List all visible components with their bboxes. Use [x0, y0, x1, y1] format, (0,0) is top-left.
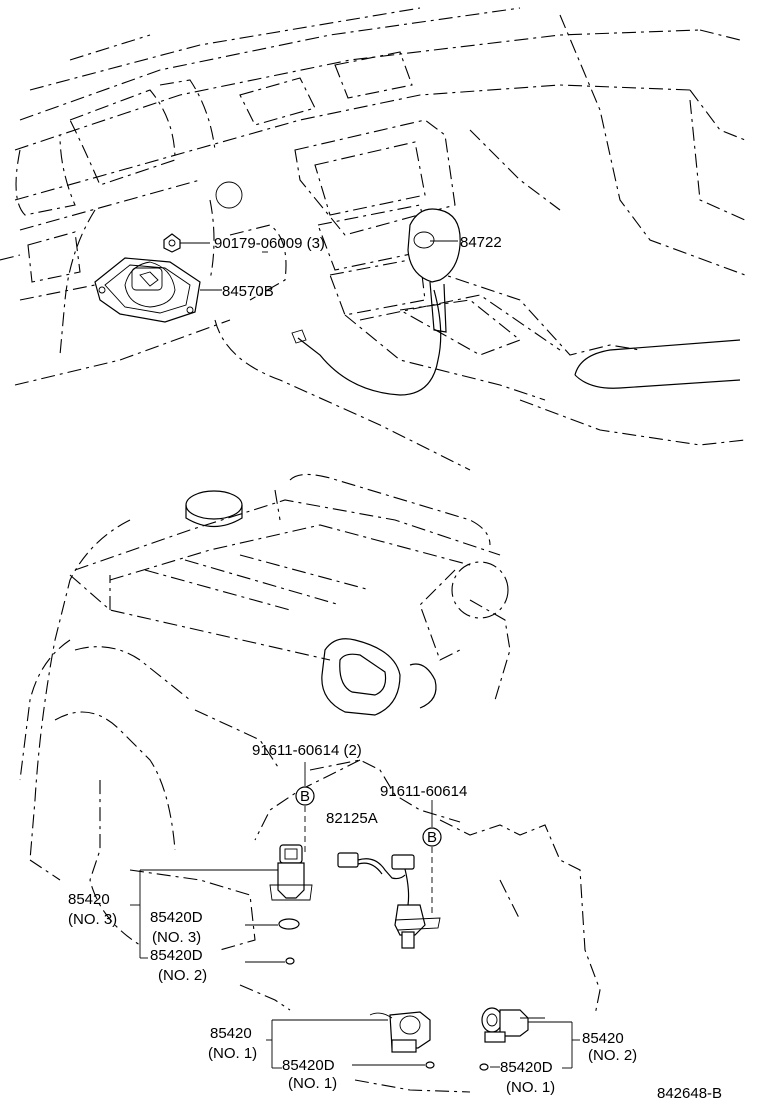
o-ring-no3: [278, 918, 300, 930]
label-sensor-no2-sub: (NO. 2): [588, 1047, 637, 1064]
shift-panel-84570B: [94, 257, 201, 323]
label-oring-no2-left: 85420D: [150, 947, 203, 964]
label-clip-bolt: 90179-06009 (3): [214, 235, 325, 252]
bolt-b-marker-right: B: [422, 827, 442, 847]
bolt-b-marker-left: B: [295, 786, 315, 806]
shift-knob-84722: [291, 208, 461, 396]
label-sensor-no3: 85420: [68, 891, 110, 908]
label-oring-no1-sub: (NO. 1): [288, 1075, 337, 1092]
svg-text:B: B: [300, 788, 310, 805]
callout-brackets: [130, 869, 580, 1069]
label-sensor-no2: 85420: [582, 1030, 624, 1047]
diagram-id: 842648-B: [657, 1085, 722, 1102]
label-sensor-no3-sub: (NO. 3): [68, 911, 117, 928]
dashboard-outline: [0, 7, 746, 471]
o-ring-no1: [425, 1061, 435, 1069]
sensor-harness-82125A: [337, 852, 441, 949]
label-oring-no3-sub: (NO. 3): [152, 929, 201, 946]
top-leaders: [180, 240, 458, 291]
label-oring-no3: 85420D: [150, 909, 203, 926]
bolt-leaders: [304, 762, 433, 915]
label-bolt-b2: 91611-60614 (2): [252, 742, 362, 759]
label-oring-no1: 85420D: [282, 1057, 335, 1074]
label-harness: 82125A: [326, 810, 378, 827]
o-ring-no1-right: [479, 1063, 489, 1071]
label-oring-no1-right-sub: (NO. 1): [506, 1079, 555, 1096]
label-shift-knob: 84722: [460, 234, 502, 251]
engine-outline: [19, 473, 601, 1093]
sensor-no2: [481, 1007, 545, 1043]
label-sensor-no1: 85420: [210, 1025, 252, 1042]
sensor-no3: [269, 844, 313, 901]
label-oring-no2-left-sub: (NO. 2): [158, 967, 207, 984]
clip-bolt-icon: [163, 233, 181, 253]
sensor-no1: [369, 1011, 431, 1053]
label-bolt-b1: 91611-60614: [380, 783, 467, 800]
o-ring-no2-left: [285, 957, 295, 965]
label-oring-no1-right: 85420D: [500, 1059, 553, 1076]
label-sensor-no1-sub: (NO. 1): [208, 1045, 257, 1062]
label-shift-panel: 84570B: [222, 283, 274, 300]
svg-text:B: B: [427, 829, 437, 846]
